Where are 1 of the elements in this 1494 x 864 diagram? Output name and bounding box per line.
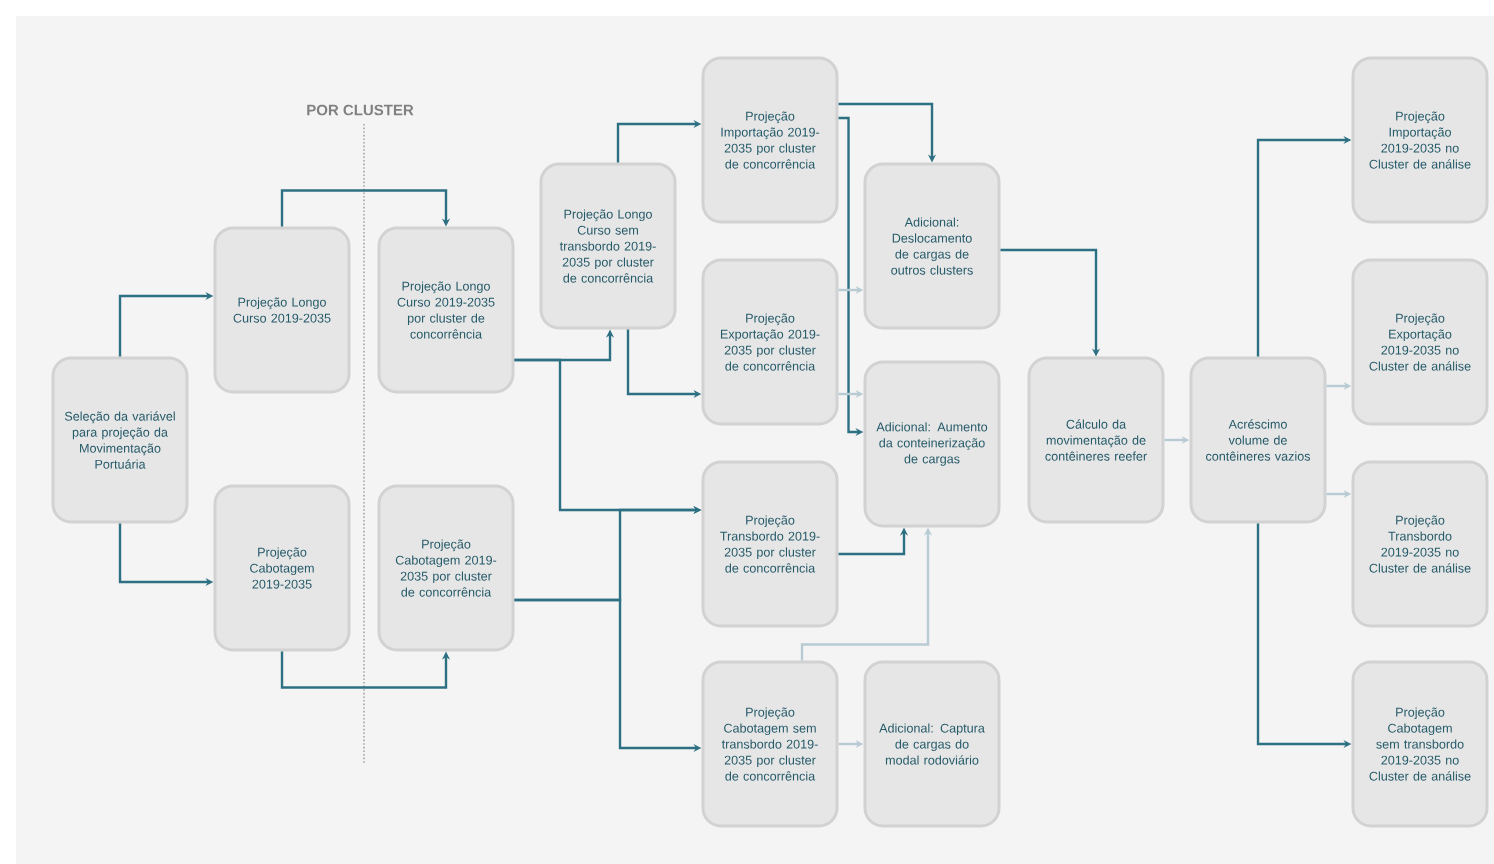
arrow <box>280 189 451 227</box>
